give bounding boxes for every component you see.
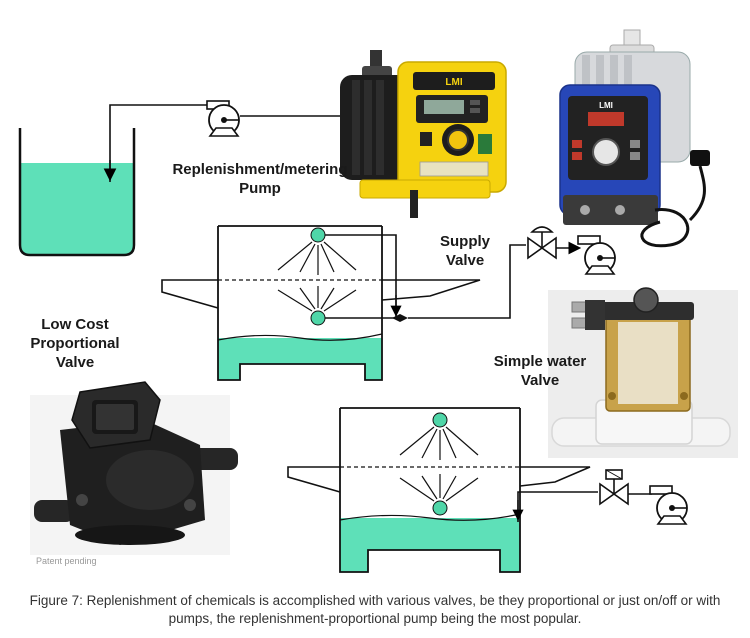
supply-valve-label-line1: Supply [439, 233, 490, 250]
low-cost-valve-label-line2: Proportional [30, 335, 120, 352]
simple-water-valve-label-line1: Simple water [493, 353, 587, 370]
supply-valve-label: Supply Valve [425, 232, 505, 270]
low-cost-valve-label-line1: Low Cost [41, 316, 109, 333]
patent-note: Patent pending [36, 556, 97, 566]
low-cost-valve-label-line3: Valve [55, 354, 95, 371]
lower-process-tank [287, 407, 598, 573]
upper-process-tank [161, 225, 526, 381]
pump-symbol-3 [649, 485, 688, 525]
replenishment-pump-label-line1: Replenishment/metering [172, 161, 348, 178]
reservoir-suction-line [103, 104, 350, 182]
supply-valve-label-line2: Valve [445, 252, 485, 269]
pump-symbol-2 [577, 235, 616, 275]
proportional-valve-photo [30, 381, 238, 555]
lower-valve-symbol [599, 469, 652, 506]
pump-symbol [206, 100, 240, 137]
replenishment-pump-label-line2: Pump [239, 180, 281, 197]
chemical-reservoir [18, 128, 136, 257]
figure-caption: Figure 7: Replenishment of chemicals is … [29, 593, 721, 626]
water-valve-photo [548, 287, 738, 458]
blue-pump-brand-text: LMI [599, 101, 613, 110]
replenishment-pump-label: Replenishment/metering Pump [140, 160, 380, 198]
simple-water-valve-label-line2: Valve [520, 372, 560, 389]
lmi-metering-pump-photo: LMI [340, 50, 507, 218]
blue-metering-pump-photo: LMI [559, 29, 710, 248]
simple-water-valve-label: Simple water Valve [472, 352, 608, 390]
supply-valve-symbol [527, 226, 582, 260]
lmi-brand-text: LMI [445, 77, 462, 88]
replenishment-diagram: LMI LMI [18, 29, 738, 573]
low-cost-valve-label: Low Cost Proportional Valve [20, 315, 130, 372]
